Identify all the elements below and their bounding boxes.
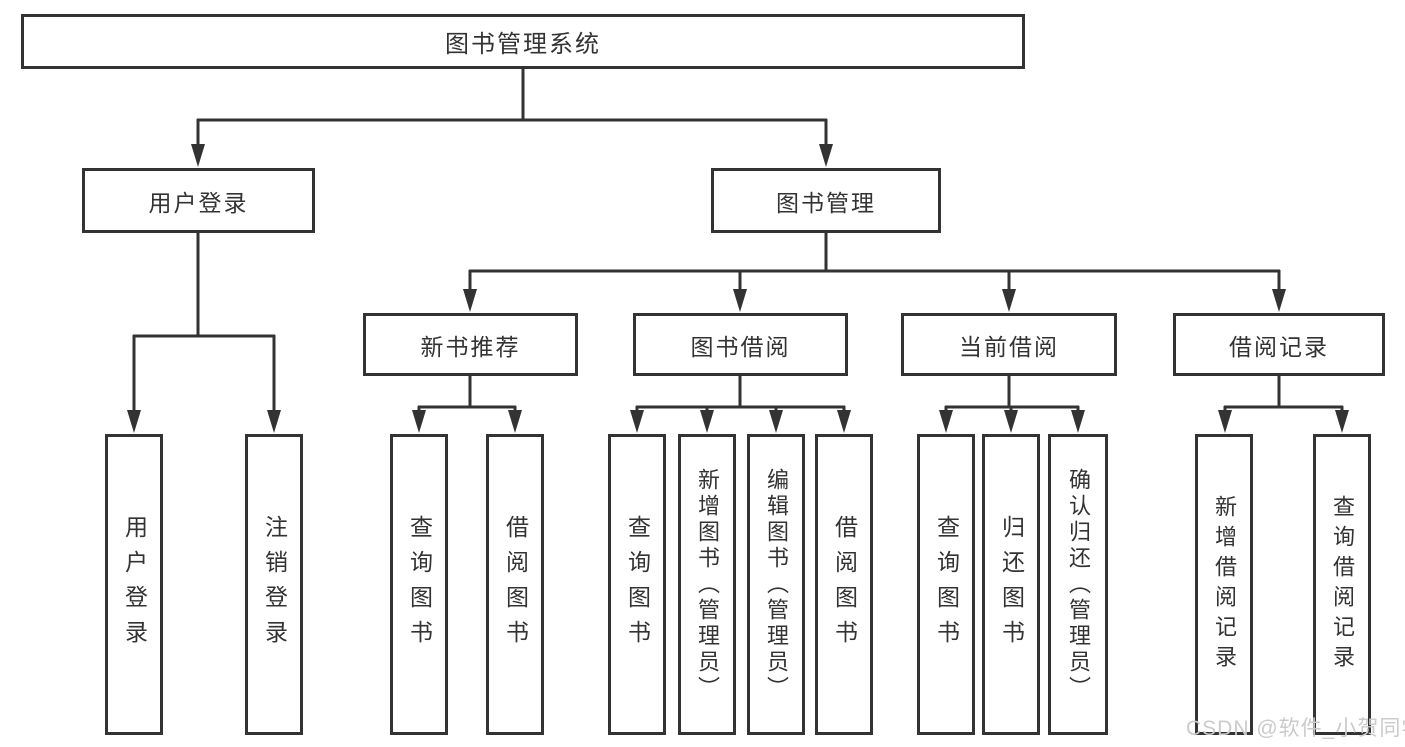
node-label: 新增图书（管理员） <box>695 467 720 702</box>
connector-root-branch <box>196 69 828 151</box>
node-label: 编辑图书（管理员） <box>764 467 789 702</box>
leaf-borrow-books-recommend: 借阅图书 <box>486 434 544 735</box>
node-label: 查询图书 <box>406 514 433 655</box>
node-label: 确认归还（管理员） <box>1066 467 1091 702</box>
node-label: 新书推荐 <box>420 333 521 360</box>
leaf-query-books-current: 查询图书 <box>917 434 975 735</box>
node-borrowing-records: 借阅记录 <box>1173 313 1385 376</box>
connector-borrowing-records-branch <box>1223 376 1344 417</box>
node-label: 图书借阅 <box>690 333 791 360</box>
node-label: 图书管理系统 <box>445 31 601 58</box>
node-book-management: 图书管理 <box>711 168 941 233</box>
leaf-add-borrow-record: 新增借阅记录 <box>1195 434 1253 735</box>
leaf-query-books-borrowing: 查询图书 <box>608 434 666 735</box>
node-label: 借阅图书 <box>831 514 858 655</box>
connector-book-management-branch <box>468 233 1281 296</box>
node-label: 当前借阅 <box>959 333 1059 360</box>
node-label: 新增借阅记录 <box>1212 494 1237 675</box>
node-label: 查询借阅记录 <box>1330 494 1355 675</box>
leaf-borrow-books-borrowing: 借阅图书 <box>815 434 873 735</box>
leaf-user-login: 用户登录 <box>105 434 163 735</box>
node-label: 用户登录 <box>121 514 148 655</box>
csdn-watermark: CSDN @软件_小贺同学 <box>1186 717 1405 740</box>
node-label: 查询图书 <box>624 514 651 655</box>
node-label: 注销登录 <box>261 514 288 655</box>
leaf-confirm-return-admin: 确认归还（管理员） <box>1048 434 1108 735</box>
connector-current-borrowing-branch <box>944 376 1080 417</box>
leaf-query-borrow-record: 查询借阅记录 <box>1313 434 1371 735</box>
node-label: 借阅图书 <box>502 514 529 655</box>
node-label: 归还图书 <box>998 514 1025 655</box>
node-label: 查询图书 <box>933 514 960 655</box>
connector-new-book-recommend-branch <box>417 376 517 417</box>
node-new-book-recommend: 新书推荐 <box>363 313 578 376</box>
connector-user-login-branch <box>132 233 276 417</box>
leaf-return-books: 归还图书 <box>982 434 1040 735</box>
node-label: 用户登录 <box>148 189 249 216</box>
leaf-logout: 注销登录 <box>245 434 303 735</box>
node-root-library-management-system: 图书管理系统 <box>21 14 1025 69</box>
leaf-add-books-admin: 新增图书（管理员） <box>678 434 736 735</box>
connector-book-borrowing-branch <box>635 376 846 417</box>
node-current-borrowing: 当前借阅 <box>901 313 1117 376</box>
node-label: 图书管理 <box>776 189 876 216</box>
leaf-query-books-recommend: 查询图书 <box>390 434 448 735</box>
leaf-edit-books-admin: 编辑图书（管理员） <box>747 434 805 735</box>
node-user-login: 用户登录 <box>82 168 315 233</box>
node-label: 借阅记录 <box>1229 333 1329 360</box>
node-book-borrowing: 图书借阅 <box>633 313 848 376</box>
